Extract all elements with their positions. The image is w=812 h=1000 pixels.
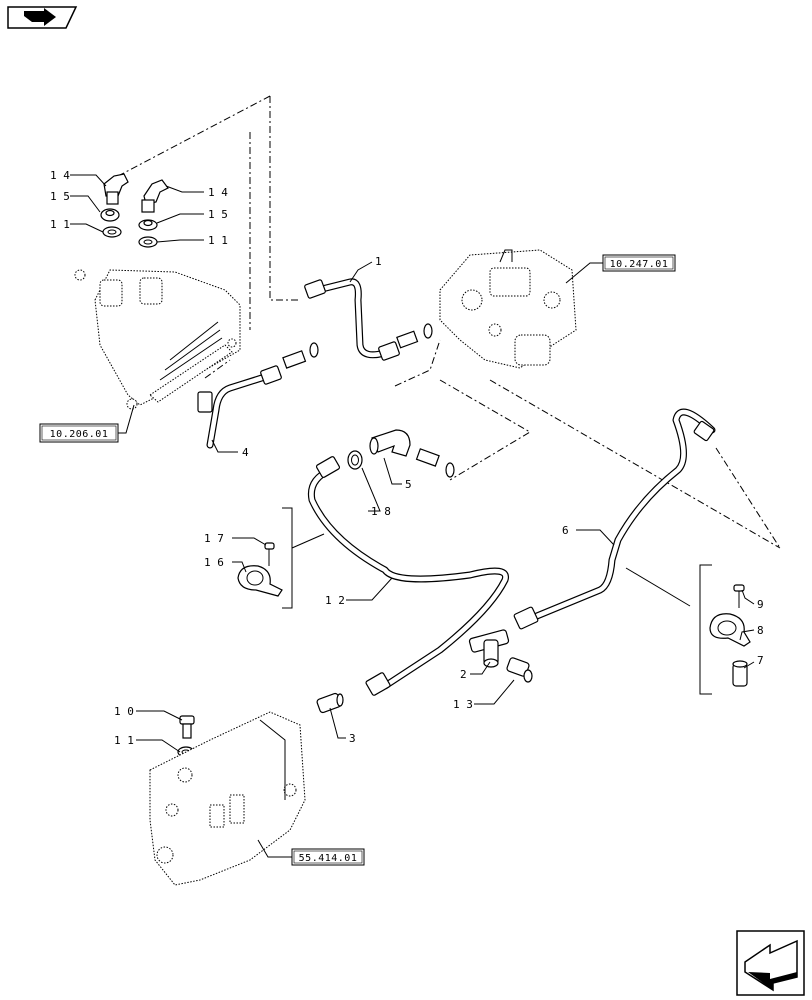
callout-1: 1 <box>375 255 382 268</box>
clamp-16 <box>237 565 283 597</box>
callout-16: 1 6 <box>204 556 224 569</box>
ref-label-55-414: 55.414.01 <box>299 853 358 864</box>
washer-11-right <box>138 236 158 248</box>
fitting-14-left <box>103 173 129 205</box>
callout-9: 9 <box>757 598 764 611</box>
callout-18: 1 8 <box>371 505 391 518</box>
fuel-pipe-6 <box>513 408 716 630</box>
callout-14-right: 1 4 <box>208 186 228 199</box>
seal-15-left <box>100 208 120 222</box>
callout-17: 1 7 <box>204 532 224 545</box>
assembly-lines <box>119 95 781 549</box>
callout-3: 3 <box>349 732 356 745</box>
spacer-7 <box>732 660 748 687</box>
callout-8: 8 <box>757 624 764 637</box>
filter-head <box>74 269 241 410</box>
callout-15-left: 1 5 <box>50 190 70 203</box>
next-page-arrow-icon[interactable] <box>736 930 805 996</box>
screw-17 <box>264 542 275 566</box>
connector-elbow <box>415 448 455 478</box>
fitting-3 <box>316 692 344 714</box>
callout-7: 7 <box>757 654 764 667</box>
screw-9 <box>733 584 745 608</box>
connector-pipe-4 <box>282 342 319 369</box>
connector-pipe-1 <box>396 323 433 349</box>
callout-11-lower: 1 1 <box>114 734 134 747</box>
bracket-clamp-8 <box>699 564 712 695</box>
clamp-8 <box>709 613 751 647</box>
seal-18 <box>347 450 363 470</box>
ref-label-10-247: 10.247.01 <box>610 259 669 270</box>
lower-housing <box>149 711 306 886</box>
callout-14-left: 1 4 <box>50 169 70 182</box>
callout-labels: 1 4 1 5 1 1 1 4 1 5 1 1 1 4 5 1 8 1 7 1 … <box>50 169 764 747</box>
callout-10: 1 0 <box>114 705 134 718</box>
elbow-5 <box>369 429 411 457</box>
seal-15-right <box>138 219 158 231</box>
callout-5: 5 <box>405 478 412 491</box>
ref-label-10-206: 10.206.01 <box>50 429 109 440</box>
callout-leaders <box>70 174 755 753</box>
fuel-pipe-1 <box>304 278 400 361</box>
fuel-pipe-12 <box>307 456 510 696</box>
tee-fitting-2 <box>468 629 510 668</box>
callout-6: 6 <box>562 524 569 537</box>
ref-box-10-247[interactable]: 10.247.01 <box>565 254 676 284</box>
ref-box-10-206[interactable]: 10.206.01 <box>39 404 135 443</box>
elbow-13 <box>506 657 533 683</box>
callout-2: 2 <box>460 668 467 681</box>
book-arrow-icon[interactable] <box>7 6 78 29</box>
callout-13: 1 3 <box>453 698 473 711</box>
callout-12: 1 2 <box>325 594 345 607</box>
fitting-10 <box>179 715 195 739</box>
callout-11-right: 1 1 <box>208 234 228 247</box>
fuel-pipe-4 <box>197 365 282 449</box>
fitting-14-right <box>141 179 169 213</box>
callout-11-left: 1 1 <box>50 218 70 231</box>
callout-15-right: 1 5 <box>208 208 228 221</box>
injection-pump <box>439 249 577 369</box>
bracket-clamp-16 <box>282 507 293 609</box>
ref-box-55-414[interactable]: 55.414.01 <box>257 839 365 866</box>
callout-4: 4 <box>242 446 249 459</box>
washer-11-left <box>102 226 122 238</box>
